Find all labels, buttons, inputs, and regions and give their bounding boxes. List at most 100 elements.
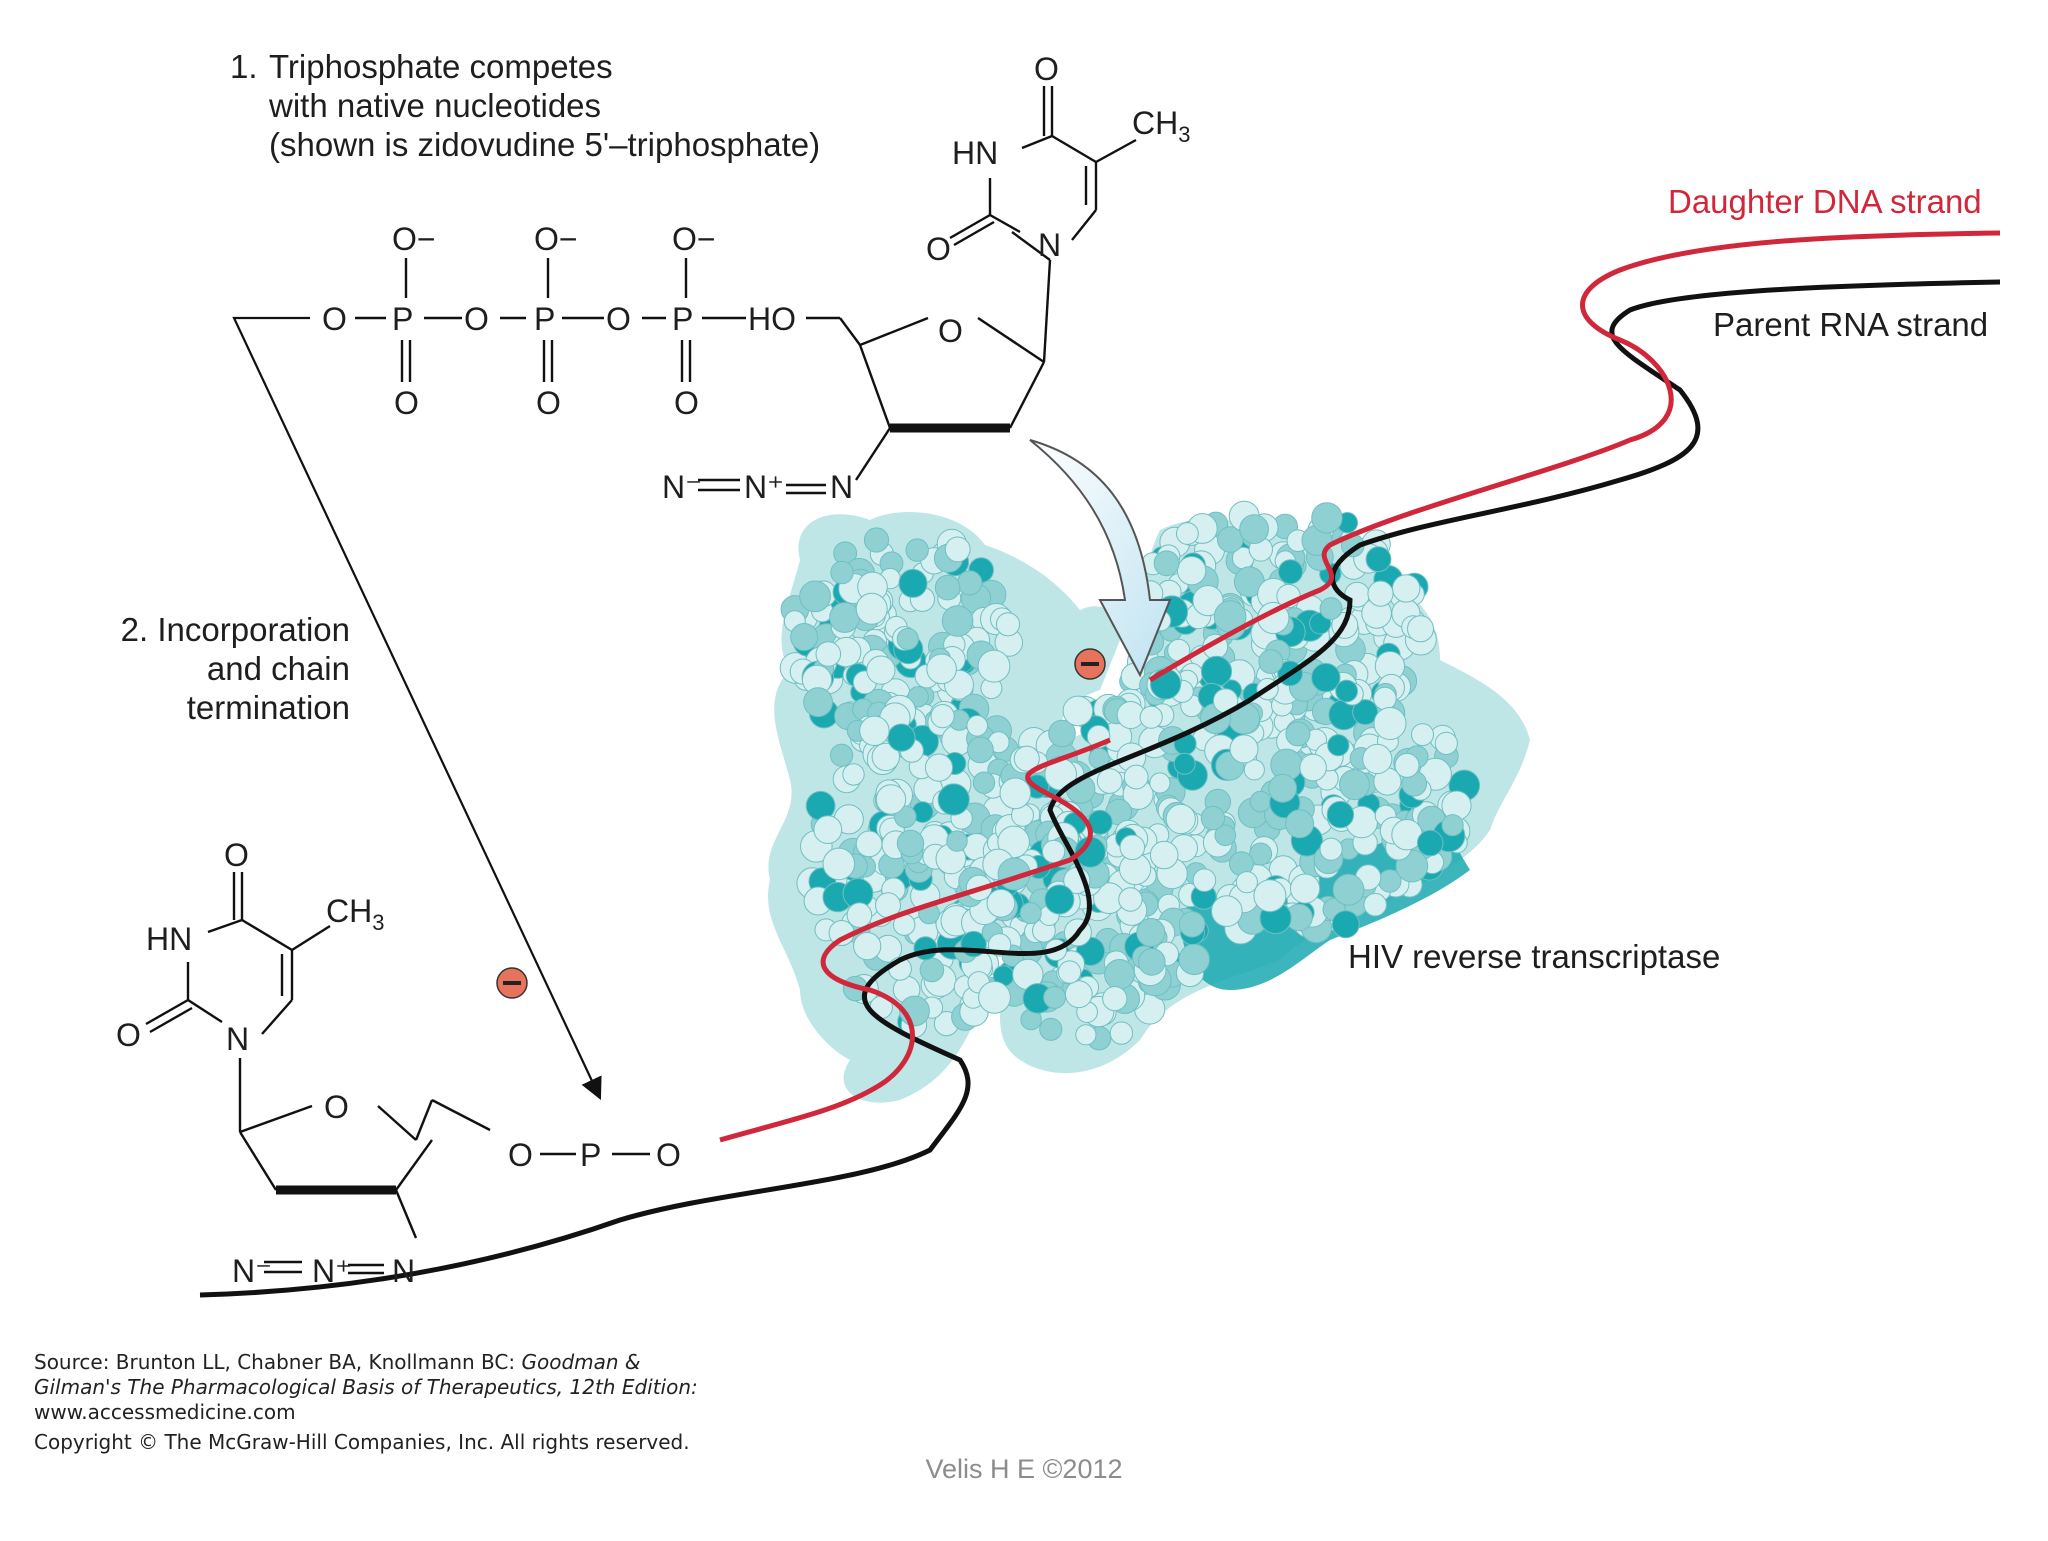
protein-atom [972, 771, 996, 794]
protein-atom [846, 902, 873, 928]
protein-atom [1253, 879, 1287, 913]
protein-atom [1373, 686, 1397, 711]
protein-atom [1441, 814, 1464, 837]
protein-atom [1311, 662, 1341, 693]
strands [199, 230, 2001, 1298]
step2-label: 2. Incorporation and chain termination [96, 610, 350, 727]
protein-atom [1285, 809, 1315, 839]
step1-line2: with native nucleotides [269, 87, 602, 124]
atom-o-c: O [606, 301, 631, 337]
protein-atom [855, 830, 883, 858]
protein-atom [1019, 902, 1042, 925]
protein-atom [919, 957, 945, 983]
protein-atom [1335, 679, 1358, 703]
protein-atom [1176, 556, 1207, 586]
atom-azide-1: N⁻ [662, 469, 702, 505]
protein-atom [995, 612, 1021, 637]
protein-atom [1319, 837, 1343, 861]
protein-atom [999, 777, 1032, 810]
source-url: www.accessmedicine.com [34, 1400, 296, 1424]
protein-atom [966, 715, 989, 737]
atom-bottom-n1: N [226, 1021, 249, 1057]
protein-atom [1096, 768, 1123, 794]
atom-bottom-ring-o: O [324, 1089, 349, 1125]
protein-atom [1178, 943, 1210, 976]
protein-atom [1416, 829, 1444, 857]
protein-atom [803, 687, 833, 718]
daughter-dna-strand [719, 737, 1111, 1143]
step2-line1: 2. Incorporation [96, 610, 350, 649]
hiv-reverse-transcriptase-label: HIV reverse transcriptase [1348, 938, 1721, 975]
source-title-part1: Goodman & [521, 1350, 641, 1374]
atom-o-minus-2: O− [534, 221, 578, 257]
protein-atom [829, 602, 860, 633]
atom-base-o-left: O [926, 231, 951, 267]
protein-atom [1299, 753, 1327, 782]
protein-atom [977, 649, 1011, 683]
source-citation: Source: Brunton LL, Chabner BA, Knollman… [34, 1350, 698, 1455]
protein-atom [1352, 699, 1379, 726]
protein-atom [1332, 873, 1365, 906]
protein-atom [1311, 502, 1343, 534]
parent-rna-strand [199, 279, 2001, 1298]
protein-atom [1211, 895, 1243, 927]
protein-atom [1319, 597, 1343, 620]
incorporated-zidovudine-structure [145, 872, 650, 1275]
protein-atom [1139, 705, 1163, 729]
copyright-line: Copyright © The McGraw-Hill Companies, I… [34, 1430, 690, 1454]
protein-atom [1102, 986, 1128, 1012]
protein-atom [1200, 655, 1233, 688]
protein-atom [815, 641, 842, 667]
protein-atom [1153, 550, 1180, 577]
protein-atom [1278, 559, 1303, 585]
daughter-dna-strand-upper [1148, 230, 2001, 683]
protein-atom [1331, 910, 1360, 939]
protein-atom [866, 655, 896, 685]
protein-atom [946, 830, 968, 852]
protein-atom [1044, 884, 1075, 915]
atom-azide-3: N [830, 469, 853, 505]
protein-atom [1043, 986, 1066, 1009]
protein-atom [941, 605, 974, 637]
atom-ch3: CH3 [1132, 105, 1190, 147]
protein-atom [1326, 800, 1355, 829]
protein-atom [1013, 745, 1040, 772]
atom-o-minus-3: O− [672, 221, 716, 257]
protein-atom [926, 653, 957, 685]
protein-atom [1118, 887, 1143, 912]
pathway-connector-line [232, 316, 602, 1100]
protein-atom [905, 538, 929, 562]
protein-atom [863, 527, 890, 553]
daughter-dna-strand-label: Daughter DNA strand [1668, 183, 1982, 220]
atom-bottom-o1: O [508, 1137, 533, 1173]
protein-atom [813, 815, 843, 844]
source-line2: Gilman's The Pharmacological Basis of Th… [34, 1375, 698, 1399]
protein-atom [978, 981, 1011, 1014]
step2-line3: termination [186, 689, 350, 726]
protein-atom [1411, 723, 1434, 747]
reverse-transcriptase-protein-model [767, 500, 1530, 1103]
protein-atom [957, 570, 983, 596]
protein-atom [1217, 526, 1244, 553]
protein-atom [1249, 790, 1272, 813]
atom-o-minus-1: O− [392, 221, 436, 257]
protein-atom [887, 723, 916, 752]
protein-atom [1138, 948, 1166, 976]
protein-atom [1394, 752, 1420, 778]
incorporation-arrow [1029, 439, 1172, 678]
protein-atom [799, 580, 831, 613]
protein-atom [1200, 805, 1226, 831]
protein-atom [1339, 769, 1370, 801]
step1-line1: Triphosphate competes [269, 48, 613, 85]
protein-atom [830, 560, 854, 585]
atom-o-a: O [322, 301, 347, 337]
protein-atom [1075, 1024, 1097, 1046]
protein-atom [1062, 695, 1094, 727]
atom-bottom-p: P [580, 1137, 601, 1173]
atom-base-o-top: O [1034, 51, 1059, 87]
protein-atom [967, 736, 994, 764]
atom-bottom-ch3: CH3 [326, 893, 384, 935]
atom-bottom-azide-1: N⁻ [232, 1253, 272, 1289]
atom-base-hn: HN [952, 135, 998, 171]
